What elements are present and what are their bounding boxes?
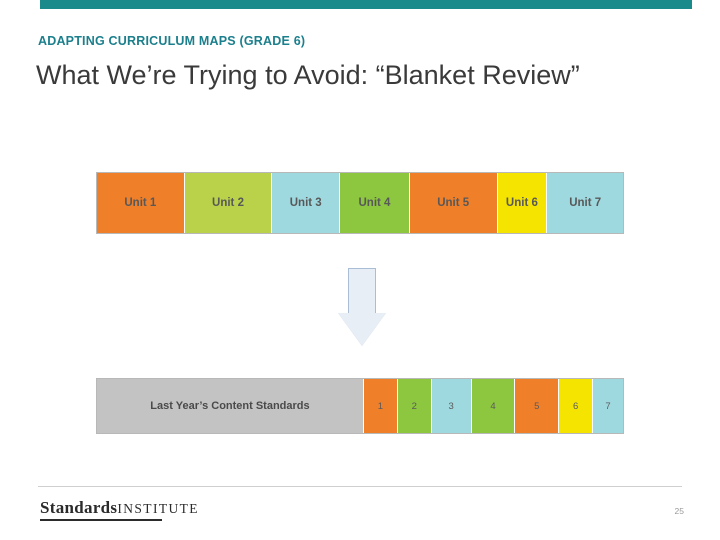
page-title: What We’re Trying to Avoid: “Blanket Rev… (36, 60, 580, 90)
logo-underline (40, 519, 162, 521)
unit-cell: Unit 6 (497, 173, 548, 233)
unit-cell: Unit 5 (409, 173, 498, 233)
standards-institute-logo: StandardsINSTITUTE (40, 498, 199, 518)
logo-bold-word: Standards (40, 498, 118, 517)
slide-eyebrow: ADAPTING CURRICULUM MAPS (GRADE 6) (38, 34, 306, 48)
standard-cell: 2 (397, 379, 432, 433)
footer-divider (38, 486, 682, 487)
standards-row-label: Last Year’s Content Standards (97, 379, 364, 433)
unit-cell: Unit 2 (184, 173, 273, 233)
unit-cell: Unit 7 (547, 173, 624, 233)
standard-cell: 1 (363, 379, 398, 433)
unit-cell: Unit 4 (340, 173, 410, 233)
top-accent-bar (40, 0, 692, 9)
page-number: 25 (674, 506, 684, 516)
standard-cell: 4 (471, 379, 516, 433)
standard-cell: 6 (559, 379, 594, 433)
standard-cell: 5 (515, 379, 560, 433)
arrow-head (338, 313, 386, 346)
standard-cell: 3 (431, 379, 472, 433)
arrow-shaft (348, 268, 376, 314)
unit-cell: Unit 3 (272, 173, 341, 233)
logo-light-word: INSTITUTE (117, 501, 199, 516)
down-arrow-icon (338, 268, 386, 346)
standard-cell: 7 (593, 379, 623, 433)
unit-cell: Unit 1 (97, 173, 185, 233)
